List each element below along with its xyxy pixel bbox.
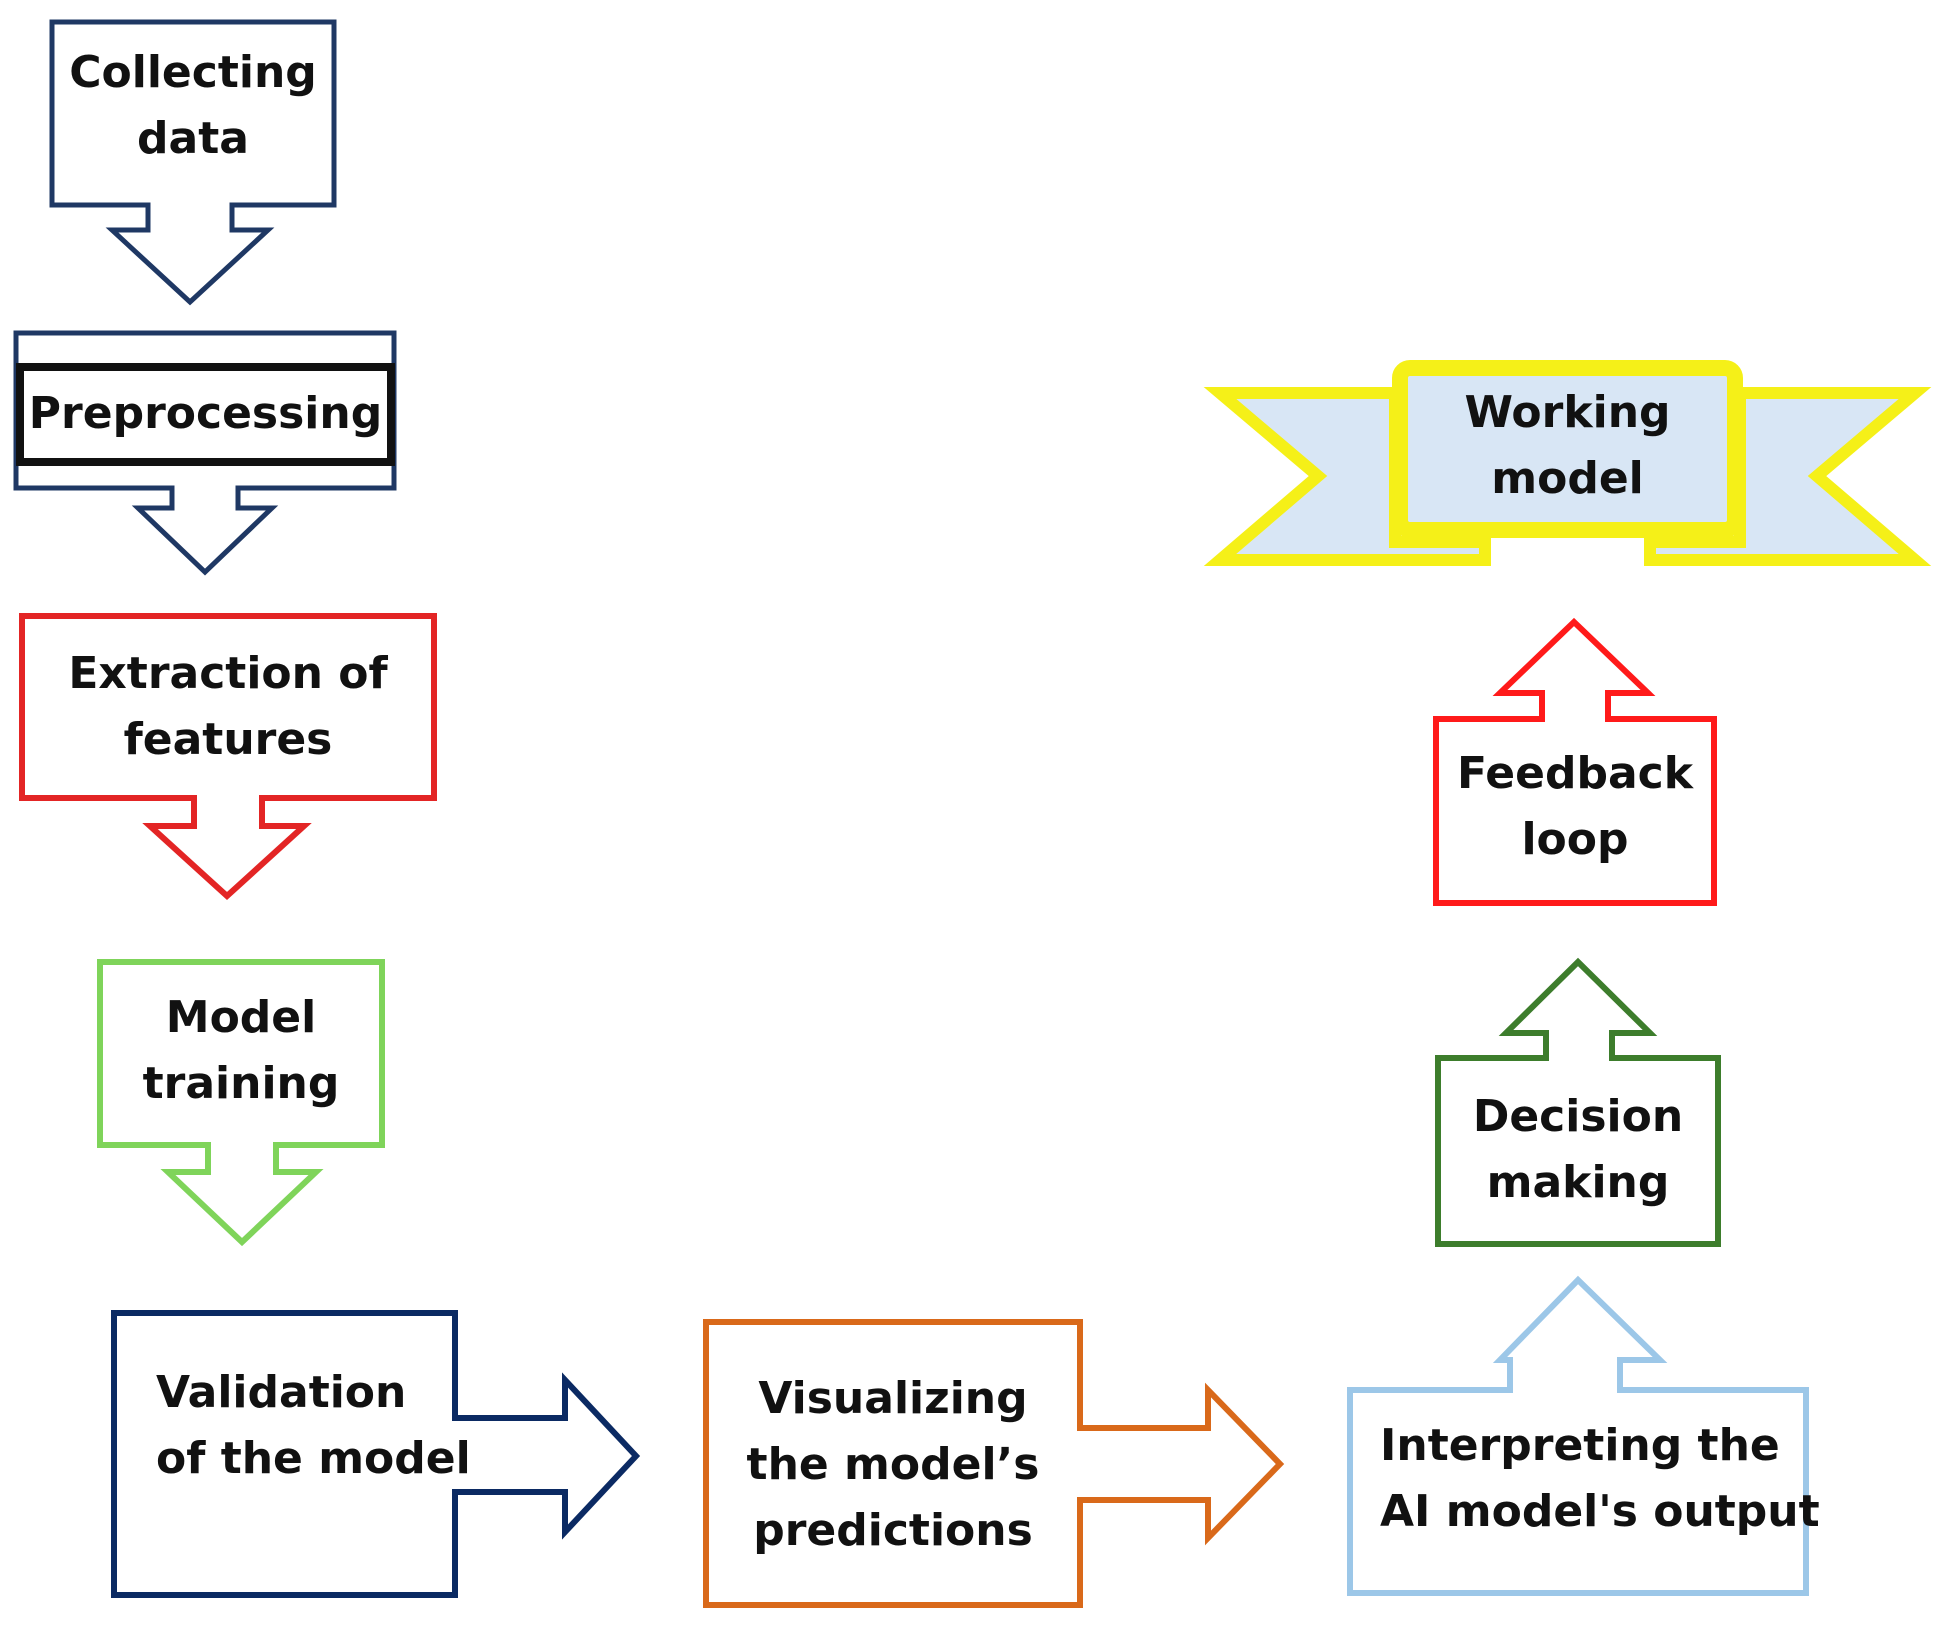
preprocessing-inner-box — [16, 363, 395, 466]
model-training-shape — [97, 959, 385, 1247]
visualizing-label: Visualizing the model’s predictions — [746, 1373, 1040, 1556]
interpreting-shape — [1347, 1275, 1809, 1596]
collecting-data-label: Collecting data — [69, 47, 317, 164]
working-model-label: Working model — [1464, 387, 1671, 504]
working-model-banner — [1392, 360, 1743, 538]
validation-shape — [111, 1310, 641, 1598]
decision-label: Decision making — [1472, 1091, 1684, 1208]
extraction-label: Extraction of features — [68, 648, 388, 765]
model-training-label: Model training — [142, 992, 340, 1109]
feedback-label: Feedback loop — [1457, 748, 1693, 865]
extraction-shape — [19, 613, 437, 901]
preprocessing-label: Preprocessing — [28, 388, 383, 439]
interpreting-label: Interpreting the AI model's output — [1380, 1420, 1820, 1537]
decision-shape — [1435, 957, 1721, 1247]
visualizing-shape — [703, 1319, 1285, 1608]
collecting-data-shape — [49, 19, 337, 306]
feedback-shape — [1433, 617, 1717, 906]
validation-label: Validation of the model — [156, 1367, 471, 1484]
